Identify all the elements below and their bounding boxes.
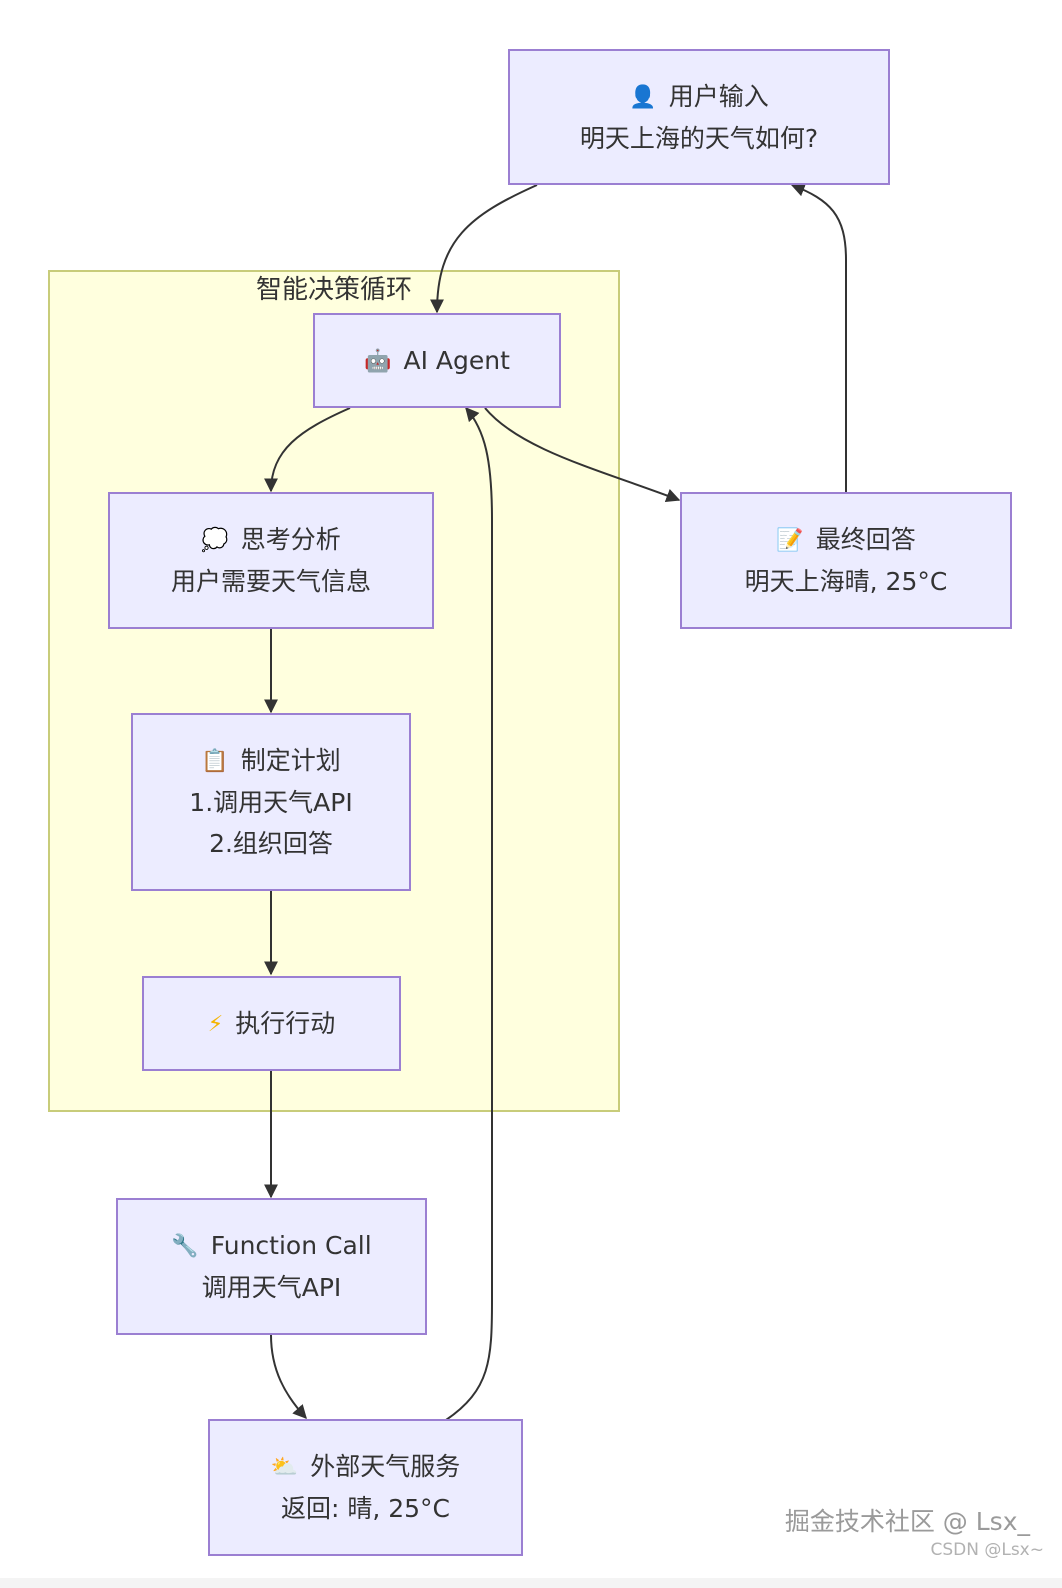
- plan-title: 制定计划: [240, 746, 341, 775]
- edge-final-to-user: [790, 183, 847, 493]
- weather-service-title: 外部天气服务: [310, 1452, 461, 1481]
- final-answer-title: 最终回答: [815, 525, 916, 554]
- edge-user-to-agent: [430, 184, 538, 314]
- user-input-question: 明天上海的天气如何?: [579, 123, 819, 153]
- wrench-icon: 🔧: [171, 1234, 199, 1259]
- think-detail: 用户需要天气信息: [170, 567, 371, 596]
- decision-loop-cluster: [48, 270, 620, 1112]
- think-analysis-node: 💭 思考分析 用户需要天气信息: [108, 492, 434, 629]
- user-input-node: 👤 用户输入 明天上海的天气如何?: [508, 49, 890, 185]
- user-icon: 👤: [629, 84, 657, 110]
- execute-title: 执行行动: [235, 1008, 336, 1038]
- think-title: 思考分析: [240, 525, 341, 554]
- thought-bubble-icon: 💭: [201, 528, 229, 553]
- make-plan-node: 📋 制定计划 1.调用天气API 2.组织回答: [131, 713, 411, 891]
- function-call-detail: 调用天气API: [201, 1273, 342, 1302]
- lightning-icon: ⚡: [207, 1011, 224, 1037]
- edge-function-to-weather: [270, 1334, 307, 1420]
- csdn-watermark: CSDN @Lsx~: [930, 1540, 1044, 1560]
- function-call-node: 🔧 Function Call 调用天气API: [116, 1198, 427, 1335]
- juejin-watermark: 掘金技术社区 @ Lsx_: [784, 1507, 1030, 1536]
- bottom-bar: [0, 1578, 1062, 1588]
- ai-agent-node: 🤖 AI Agent: [313, 313, 561, 408]
- cluster-title: 智能决策循环: [255, 275, 412, 305]
- clipboard-icon: 📋: [201, 749, 229, 774]
- weather-service-detail: 返回: 晴, 25°C: [280, 1494, 451, 1523]
- weather-service-node: ⛅ 外部天气服务 返回: 晴, 25°C: [208, 1419, 523, 1556]
- user-input-title: 用户输入: [668, 81, 769, 111]
- plan-step-1: 1.调用天气API: [189, 788, 353, 817]
- edge-agent-to-final: [484, 407, 681, 503]
- execute-action-node: ⚡ 执行行动: [142, 976, 401, 1071]
- edge-weather-to-agent: [445, 406, 493, 1421]
- edge-agent-to-think: [264, 407, 351, 493]
- memo-icon: 📝: [776, 528, 804, 553]
- final-answer-node: 📝 最终回答 明天上海晴, 25°C: [680, 492, 1012, 629]
- robot-icon: 🤖: [364, 348, 392, 374]
- function-call-title: Function Call: [210, 1231, 372, 1260]
- ai-agent-title: AI Agent: [403, 345, 510, 375]
- plan-step-2: 2.组织回答: [209, 829, 333, 858]
- final-answer-detail: 明天上海晴, 25°C: [744, 567, 948, 596]
- sun-behind-cloud-icon: ⛅: [270, 1455, 299, 1480]
